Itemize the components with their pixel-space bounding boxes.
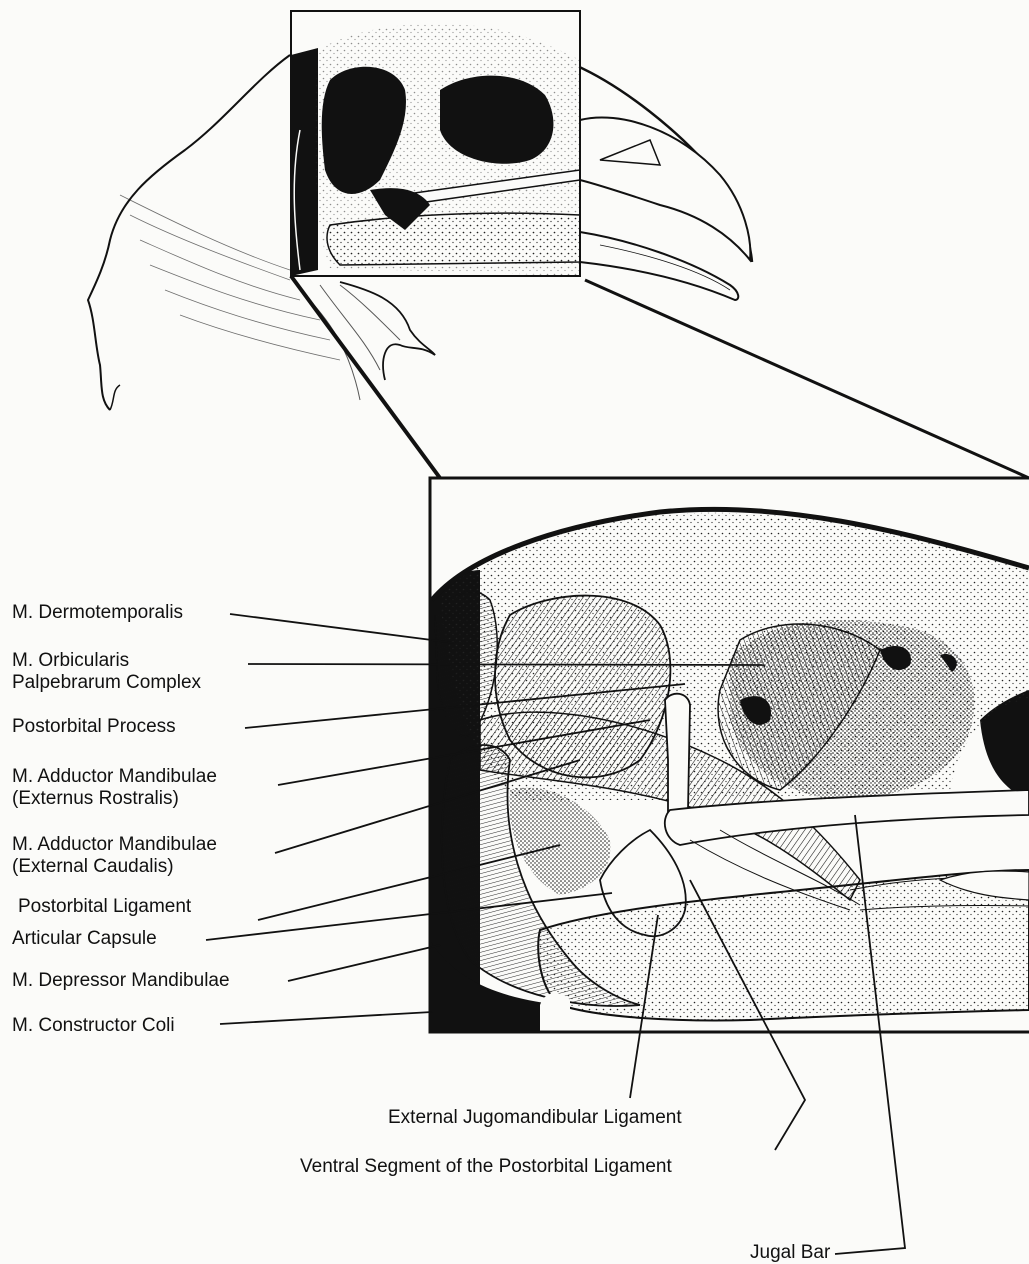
label-adductor-caudalis-line2: (External Caudalis) [12,856,174,877]
label-orbicularis-line2: Palpebrarum Complex [12,672,201,693]
leader-constructor-coli [220,1012,432,1024]
label-depressor-mandibulae: M. Depressor Mandibulae [12,970,230,991]
label-dermotemporalis: M. Dermotemporalis [12,602,183,623]
label-external-jugomandibular: External Jugomandibular Ligament [388,1107,682,1128]
label-adductor-rostralis-line2: (Externus Rostralis) [12,788,179,809]
inset-drawing [430,478,1029,1032]
label-postorbital-process: Postorbital Process [12,716,176,737]
label-orbicularis-line1: M. Orbicularis [12,650,129,671]
label-ventral-segment: Ventral Segment of the Postorbital Ligam… [300,1156,672,1177]
leader-dermotemporalis [230,614,455,643]
label-articular-capsule: Articular Capsule [12,928,157,949]
label-jugal-bar: Jugal Bar [750,1242,830,1263]
label-adductor-caudalis-line1: M. Adductor Mandibulae [12,834,217,855]
leader-orbicularis [248,664,765,665]
label-constructor-coli: M. Constructor Coli [12,1015,175,1036]
leader-depressor [288,945,440,981]
label-postorbital-ligament: Postorbital Ligament [18,896,191,917]
zoom-connector-right [585,280,1029,478]
top-zoom-box [291,11,580,276]
label-adductor-rostralis-line1: M. Adductor Mandibulae [12,766,217,787]
